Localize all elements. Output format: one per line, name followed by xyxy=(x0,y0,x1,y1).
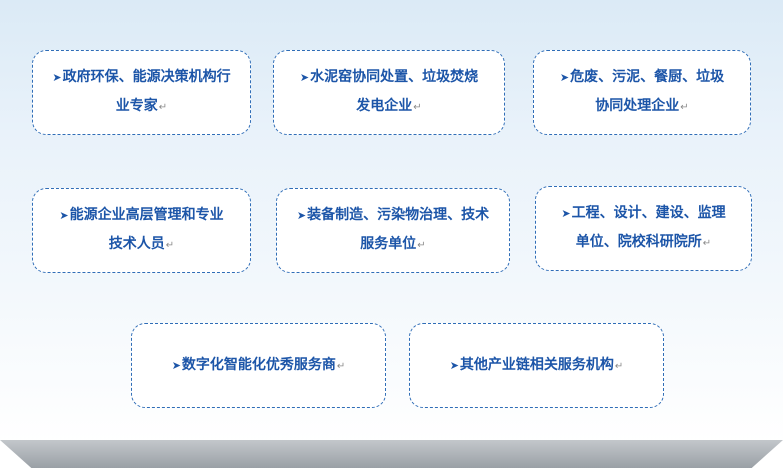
base-bar xyxy=(0,440,783,468)
bullet-arrow-icon: ➤ xyxy=(559,71,570,84)
category-text: ➤工程、设计、建设、监理 单位、院校科研院所↵ xyxy=(561,199,725,258)
category-line-2: 技术人员 xyxy=(108,236,165,252)
bullet-arrow-icon: ➤ xyxy=(449,358,459,372)
category-box-hazardous-waste: ➤危废、污泥、餐厨、垃圾 协同处理企业↵ xyxy=(533,50,751,135)
return-mark-icon: ↵ xyxy=(614,360,624,372)
category-line-1: 装备制造、污染物治理、技术 xyxy=(307,207,490,223)
return-mark-icon: ↵ xyxy=(413,102,422,113)
return-mark-icon: ↵ xyxy=(680,102,689,113)
return-mark-icon: ↵ xyxy=(158,102,168,113)
category-text: ➤危废、污泥、餐厨、垃圾 协同处理企业↵ xyxy=(560,63,724,122)
category-line-1: 危废、污泥、餐厨、垃圾 xyxy=(570,69,725,85)
bullet-arrow-icon: ➤ xyxy=(296,209,307,222)
return-mark-icon: ↵ xyxy=(336,360,346,372)
category-text: ➤数字化智能化优秀服务商↵ xyxy=(172,351,346,381)
category-line-1: 能源企业高层管理和专业 xyxy=(69,207,224,223)
category-text: ➤水泥窑协同处置、垃圾焚烧 发电企业↵ xyxy=(300,63,478,122)
return-mark-icon: ↵ xyxy=(417,240,426,251)
category-box-engineering-research: ➤工程、设计、建设、监理 单位、院校科研院所↵ xyxy=(535,186,752,271)
category-line-1: 水泥窑协同处置、垃圾焚烧 xyxy=(310,69,479,85)
bullet-arrow-icon: ➤ xyxy=(171,358,181,372)
category-line-1: 其他产业链相关服务机构 xyxy=(459,356,614,373)
category-box-equipment-manufacturing: ➤装备制造、污染物治理、技术 服务单位↵ xyxy=(276,188,510,273)
category-line-1: 数字化智能化优秀服务商 xyxy=(181,356,336,373)
category-box-energy-management: ➤能源企业高层管理和专业 技术人员↵ xyxy=(32,188,251,273)
category-box-government-experts: ➤政府环保、能源决策机构行 业专家↵ xyxy=(32,50,251,135)
return-mark-icon: ↵ xyxy=(165,240,175,251)
category-box-digital-services: ➤数字化智能化优秀服务商↵ xyxy=(131,323,386,408)
bullet-arrow-icon: ➤ xyxy=(52,71,62,84)
return-mark-icon: ↵ xyxy=(702,238,712,249)
bullet-arrow-icon: ➤ xyxy=(299,71,310,84)
category-text: ➤装备制造、污染物治理、技术 服务单位↵ xyxy=(297,201,489,260)
category-text: ➤能源企业高层管理和专业 技术人员↵ xyxy=(59,201,223,260)
category-box-other-services: ➤其他产业链相关服务机构↵ xyxy=(409,323,664,408)
category-text: ➤政府环保、能源决策机构行 业专家↵ xyxy=(52,63,230,122)
category-line-2: 服务单位 xyxy=(360,236,417,252)
bullet-arrow-icon: ➤ xyxy=(561,207,571,220)
category-line-2: 发电企业 xyxy=(356,98,413,114)
category-line-2: 协同处理企业 xyxy=(595,98,680,114)
category-line-1: 工程、设计、建设、监理 xyxy=(571,205,726,221)
bullet-arrow-icon: ➤ xyxy=(59,209,69,222)
category-line-2: 业专家 xyxy=(115,98,158,114)
category-line-2: 单位、院校科研院所 xyxy=(575,234,702,250)
category-text: ➤其他产业链相关服务机构↵ xyxy=(450,351,624,381)
category-line-1: 政府环保、能源决策机构行 xyxy=(62,69,231,85)
category-box-cement-incineration: ➤水泥窑协同处置、垃圾焚烧 发电企业↵ xyxy=(273,50,505,135)
